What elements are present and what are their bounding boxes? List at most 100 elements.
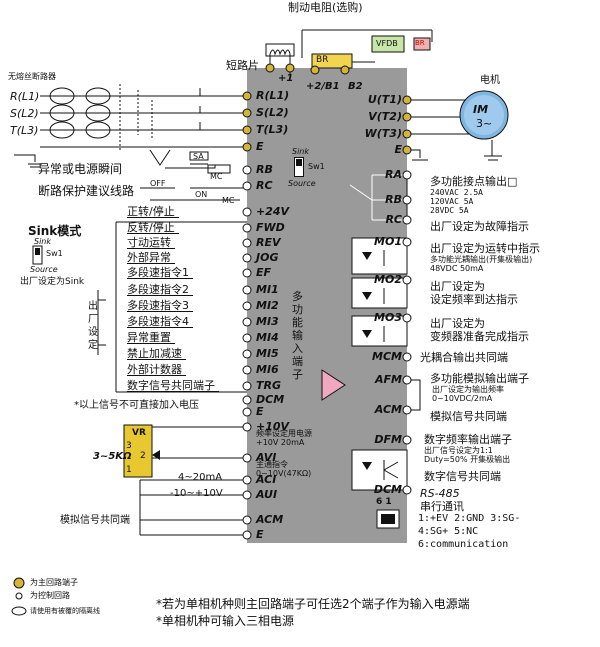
- input-note: *以上信号不可直接加入电压: [74, 400, 199, 411]
- terminal-right-13: [402, 435, 412, 445]
- vfdb-unit: [371, 35, 405, 53]
- terminal-left-22: [242, 475, 252, 485]
- sink-sw-label: Sw1: [46, 249, 63, 258]
- afm-amp: [321, 369, 346, 401]
- in-r-label: R(L1): [10, 90, 40, 103]
- input-ladder: [115, 221, 247, 393]
- terminal-right-12: [402, 405, 412, 415]
- legend-ctrl: 为控制回路: [30, 591, 70, 600]
- box-term-right-2: W(T3): [364, 127, 402, 140]
- box-term-left-20: +10V: [256, 420, 290, 433]
- freq-power-val: +10V 20mA: [256, 438, 305, 447]
- sink-factory: 出厂设定为Sink: [20, 277, 85, 287]
- terminal-left-16: [242, 365, 252, 375]
- box-term-left-24: ACM: [256, 513, 284, 526]
- relay-spec-1: 240VAC 2.5A: [430, 188, 483, 197]
- box-term-left-16: MI6: [256, 363, 279, 376]
- input-label-2: 寸动运转: [127, 237, 175, 249]
- footer-line2: *单相机种可输入三相电源: [156, 614, 295, 628]
- vr-pin3: 3: [126, 441, 132, 451]
- vr-potentiometer: [123, 424, 153, 478]
- legend-shield-icon: [11, 606, 27, 616]
- terminal-right-9: [402, 313, 412, 323]
- terminal-left-25: [242, 530, 252, 540]
- box-term-right-8: MO2: [374, 273, 402, 286]
- on-label: ON: [195, 190, 208, 199]
- note2: 断路保护建议线路: [38, 184, 135, 198]
- terminal-right-14: [402, 485, 412, 495]
- terminal-right-6: [402, 215, 412, 225]
- pins-line1: 1:+EV 2:GND 3:SG-: [418, 513, 521, 524]
- box-term-left-23: AUI: [256, 488, 278, 501]
- factory-setting: 出厂设定: [88, 301, 98, 351]
- box-term-right-1: V(T2): [368, 110, 402, 123]
- terminals-right: [402, 95, 412, 495]
- off-label: OFF: [150, 179, 166, 188]
- mo2-t1: 出厂设定为: [430, 280, 485, 293]
- afm-sub1: 出厂设定为输出频率: [432, 385, 504, 394]
- box-term-right-6: RC: [385, 213, 402, 226]
- analog-common-right: 模拟信号共同端: [430, 410, 507, 423]
- dfm-sub2: Duty=50% 开集极输出: [424, 455, 511, 464]
- box-sw1: Sw1: [308, 162, 325, 171]
- in-s-label: S(L2): [10, 107, 39, 120]
- pins-line3: 6:communication: [418, 539, 509, 550]
- mo2-t2: 设定频率到达指示: [430, 293, 518, 306]
- relay-spec-3: 28VDC 5A: [430, 206, 469, 215]
- box-term-left-4: RB: [256, 163, 273, 176]
- input-label-4: 多段速指令1: [127, 267, 193, 279]
- term-plus1: +1: [278, 73, 294, 84]
- v-label: -10~+10V: [170, 488, 223, 499]
- terminal-left-5: [242, 181, 252, 191]
- terminal-right-11: [402, 375, 412, 385]
- box-term-left-21: AVI: [256, 451, 277, 464]
- box-term-right-0: U(T1): [367, 93, 402, 106]
- motor-im: IM: [473, 103, 489, 116]
- ma-label: 4~20mA: [178, 472, 223, 483]
- pins-line2: 4:SG+ 5:NC: [418, 526, 479, 537]
- rs485-label: RS-485: [420, 487, 460, 500]
- terminals-left: [242, 91, 252, 540]
- box-term-right-5: RB: [385, 193, 402, 206]
- terminal-right-2: [402, 129, 412, 139]
- dfm-sub1: 出厂信号设定为1:1: [424, 446, 493, 455]
- box-term-right-7: MO1: [374, 235, 402, 248]
- box-term-left-11: MI1: [256, 283, 279, 296]
- shorting-label: 短路片: [226, 59, 259, 72]
- in-t-label: T(L3): [10, 124, 39, 137]
- box-term-left-25: E: [256, 528, 264, 541]
- dfm-title: 数字频率输出端子: [424, 433, 512, 446]
- box-term-left-13: MI3: [256, 315, 279, 328]
- box-term-right-14: DCM: [373, 483, 402, 496]
- box-term-left-6: +24V: [256, 205, 290, 218]
- input-label-6: 多段速指令3: [127, 300, 193, 312]
- box-term-left-15: MI5: [256, 347, 279, 360]
- terminal-left-19: [242, 407, 252, 417]
- box-term-right-10: MCM: [372, 350, 402, 363]
- box-term-left-8: REV: [256, 236, 281, 249]
- terminal-left-17: [242, 381, 252, 391]
- box-term-right-11: AFM: [375, 373, 402, 386]
- input-lines: [40, 84, 247, 201]
- terminal-left-13: [242, 317, 252, 327]
- terminal-left-12: [242, 301, 252, 311]
- legend-main: 为主回路端子: [30, 578, 78, 587]
- freq-power: 频率设定用电源: [256, 429, 312, 438]
- box-term-left-18: DCM: [256, 393, 285, 406]
- analog-common: 模拟信号共同端: [60, 515, 130, 526]
- br-resistor: [311, 53, 353, 69]
- terminal-left-23: [242, 490, 252, 500]
- terminal-left-2: [242, 125, 252, 135]
- terminal-right-0: [402, 95, 412, 105]
- terminal-right-10: [402, 352, 412, 362]
- mo3-t2: 变频器准备完成指示: [430, 330, 529, 343]
- legend-shield: 请使用有被覆的隔离线: [30, 607, 100, 615]
- relay-title: 多功能接点输出□: [430, 175, 518, 188]
- legend-main-icon: [13, 577, 25, 589]
- mo3-t1: 出厂设定为: [430, 317, 485, 330]
- terminal-left-3: [242, 142, 252, 152]
- terminal-left-21: [242, 453, 252, 463]
- mo1-sub1: 多功能光耦输出(开集极输出): [430, 255, 533, 264]
